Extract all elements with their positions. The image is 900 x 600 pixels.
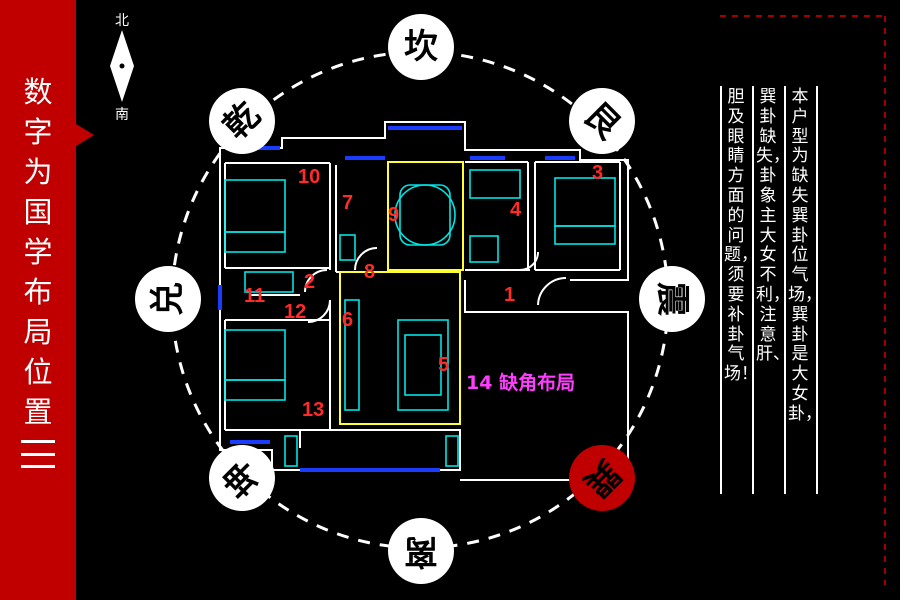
room-number-8: 8 (364, 261, 376, 283)
compass-north-label: 北 (115, 13, 129, 29)
room-number-3: 3 (592, 162, 604, 184)
sidebar-arrow-icon (76, 124, 94, 146)
sidebar: 数字为国学布局位置 (0, 0, 76, 600)
trigram-kan: 坎 (388, 14, 454, 80)
compass-south-label: 南 (115, 107, 129, 123)
room-number-11: 11 (244, 285, 266, 307)
missing-corner-number: 14 (466, 372, 493, 394)
room-number-10: 10 (298, 166, 321, 188)
sidebar-title: 数字为国学布局位置 (23, 75, 53, 429)
compass-needle-icon (110, 30, 134, 102)
note-box: 本户型为缺失巽卦位气场，巽卦是大女卦， 巽卦缺失，卦象主大女不利，注意肝、 胆及… (720, 86, 822, 494)
room-number-2: 2 (304, 271, 316, 293)
room-number-9: 9 (388, 204, 400, 226)
room-number-12: 12 (284, 301, 307, 323)
missing-corner-label: 14 缺角布局 (466, 368, 575, 395)
note-column-3: 胆及眼睛方面的问题，须要补卦气场！ (724, 87, 758, 385)
note-rule (720, 86, 722, 494)
note-rule (752, 86, 754, 494)
sidebar-mark-icon (21, 440, 55, 468)
note-column-1: 本户型为缺失巽卦位气场，巽卦是大女卦， (788, 87, 822, 424)
room-number-13: 13 (302, 399, 325, 421)
note-rule (784, 86, 786, 494)
note-rule (816, 86, 818, 494)
room-number-1: 1 (504, 284, 516, 306)
room-number-7: 7 (342, 192, 354, 214)
room-number-5: 5 (438, 354, 450, 376)
room-number-4: 4 (510, 199, 522, 221)
room-number-6: 6 (342, 309, 354, 331)
missing-corner-text: 缺角布局 (499, 372, 576, 394)
